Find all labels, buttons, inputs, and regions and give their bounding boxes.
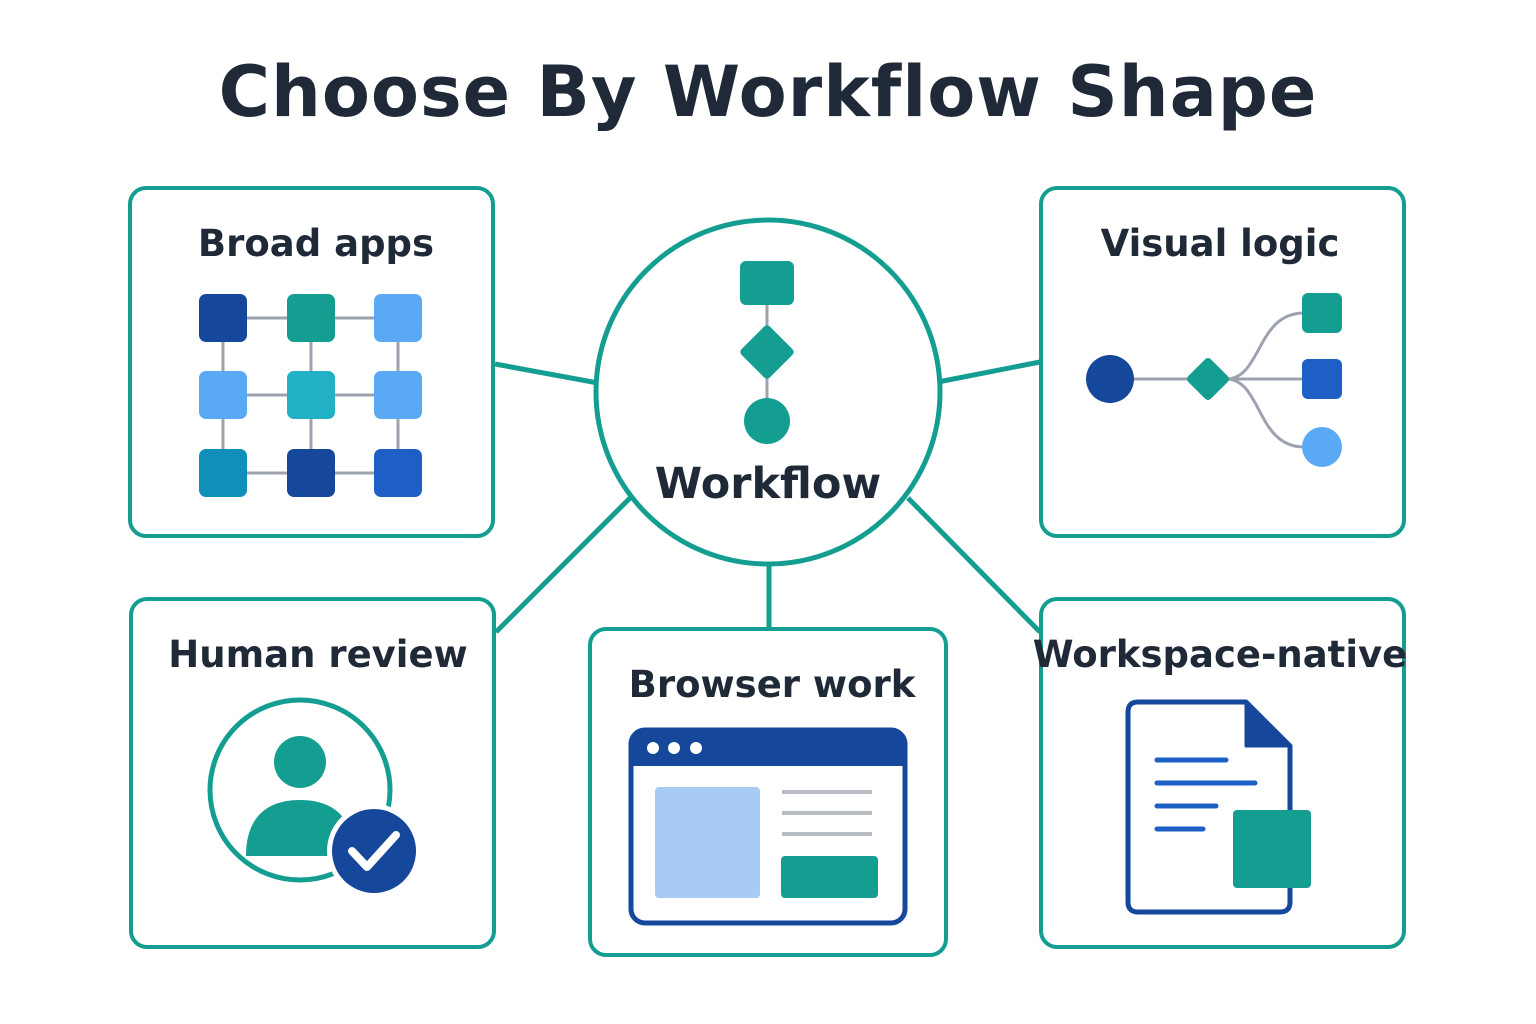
connector-workspace-native	[906, 496, 1042, 634]
card-title-human-review: Human review	[168, 633, 467, 676]
card-workspace-native: Workspace-native	[1033, 597, 1408, 949]
card-title-visual-logic: Visual logic	[1101, 222, 1340, 265]
workflow-hub: Workflow	[593, 217, 943, 567]
card-broad-apps: Broad apps	[128, 186, 495, 538]
app-grid-icon	[199, 294, 422, 497]
page-title: Choose By Workflow Shape	[219, 51, 1318, 133]
card-browser-work: Browser work	[588, 627, 948, 957]
document-icon	[1125, 699, 1311, 915]
card-visual-logic: Visual logic	[1039, 186, 1406, 538]
user-approval-icon	[207, 697, 421, 898]
card-title-browser-work: Browser work	[629, 663, 917, 706]
connector-human-review	[494, 496, 632, 634]
card-human-review: Human review	[129, 597, 496, 949]
connector-broad-apps	[494, 361, 599, 386]
flowchart-icon	[740, 261, 794, 444]
browser-window-icon	[628, 727, 908, 926]
card-title-broad-apps: Broad apps	[198, 222, 434, 265]
branching-logic-icon	[1086, 293, 1342, 467]
connector-visual-logic	[937, 359, 1041, 385]
connectors	[494, 359, 1042, 634]
hub-label: Workflow	[655, 459, 881, 509]
card-title-workspace-native: Workspace-native	[1033, 633, 1408, 676]
